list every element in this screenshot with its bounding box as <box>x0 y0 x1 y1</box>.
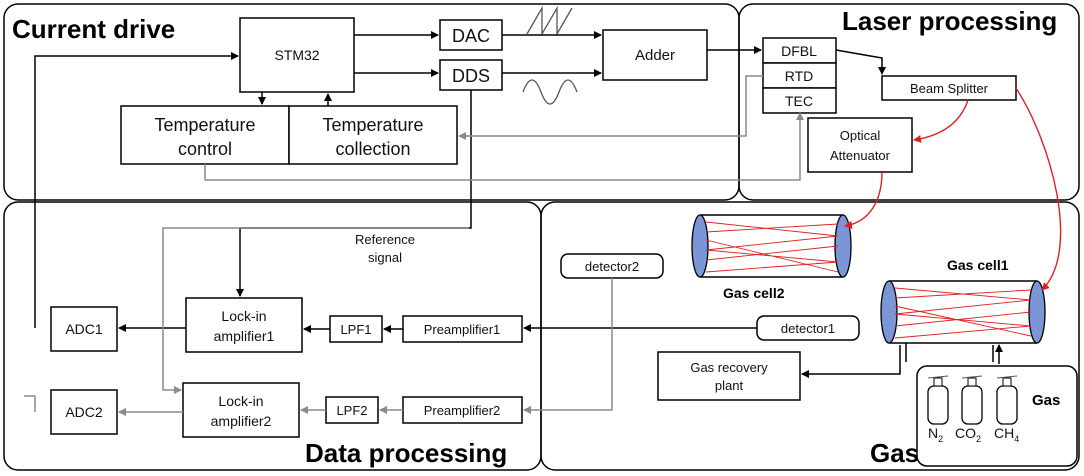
svg-text:Attenuator: Attenuator <box>830 148 891 163</box>
svg-text:amplifier2: amplifier2 <box>211 413 272 429</box>
svg-text:LPF1: LPF1 <box>340 322 371 337</box>
lpf2-block: LPF2 <box>325 396 379 424</box>
svg-text:Preamplifier2: Preamplifier2 <box>424 403 501 418</box>
gas-recovery-plant-block: Gas recovery plant <box>657 351 801 401</box>
gas-label: Gas <box>1032 392 1060 409</box>
preamplifier2-block: Preamplifier2 <box>402 396 523 424</box>
gas-cell2-label: Gas cell2 <box>723 285 785 301</box>
preamplifier1-block: Preamplifier1 <box>402 315 523 343</box>
svg-text:Temperature: Temperature <box>154 115 255 135</box>
optical-attenuator-block: Optical Attenuator <box>807 117 913 173</box>
adder-block: Adder <box>602 29 708 81</box>
section-title-laser-processing: Laser processing <box>842 6 1057 36</box>
svg-text:Lock-in: Lock-in <box>221 308 266 324</box>
grey-connections <box>24 75 804 416</box>
svg-text:ADC2: ADC2 <box>65 404 103 420</box>
svg-text:Beam Splitter: Beam Splitter <box>910 81 989 96</box>
stm32-block: STM32 <box>239 17 355 93</box>
adc2-block: ADC2 <box>50 389 118 435</box>
section-title-current-drive: Current drive <box>12 14 175 44</box>
lock-in-amplifier2-block: Lock-in amplifier2 <box>182 382 300 438</box>
detector1-block: detector1 <box>756 315 860 341</box>
adc1-block: ADC1 <box>50 306 118 352</box>
black-connections <box>34 31 1003 378</box>
section-title-data-processing: Data processing <box>305 438 507 468</box>
gas-cell1-label: Gas cell1 <box>947 257 1009 273</box>
laser-processing-panel <box>738 3 1080 201</box>
sine-wave-icon <box>522 79 578 105</box>
svg-text:ADC1: ADC1 <box>65 321 103 337</box>
lpf1-block: LPF1 <box>329 315 383 343</box>
svg-text:LPF2: LPF2 <box>336 403 367 418</box>
tec-block: TEC <box>762 87 837 114</box>
ch4-label: CH4 <box>994 425 1019 444</box>
svg-text:DDS: DDS <box>452 66 490 86</box>
temperature-collection-block: Temperature collection <box>288 105 458 165</box>
dds-block: DDS <box>439 59 503 91</box>
gas-cell1 <box>880 280 1046 344</box>
svg-text:Temperature: Temperature <box>322 115 423 135</box>
ch4-cylinder-icon <box>996 375 1018 425</box>
gas-detection-panel <box>540 201 1080 471</box>
n2-label: N2 <box>928 425 943 444</box>
svg-text:STM32: STM32 <box>274 47 319 63</box>
svg-text:Lock-in: Lock-in <box>218 393 263 409</box>
svg-text:Optical: Optical <box>840 128 881 143</box>
svg-text:DAC: DAC <box>452 26 490 46</box>
co2-label: CO2 <box>955 425 981 444</box>
svg-text:RTD: RTD <box>785 68 814 84</box>
laser-paths <box>844 87 1062 291</box>
svg-text:detector1: detector1 <box>781 321 835 336</box>
reference-signal-label-line2: signal <box>368 250 402 265</box>
lock-in-amplifier1-block: Lock-in amplifier1 <box>185 297 303 353</box>
svg-text:detector2: detector2 <box>585 259 639 274</box>
n2-cylinder-icon <box>927 375 949 425</box>
svg-text:Gas recovery: Gas recovery <box>690 360 768 375</box>
svg-text:Preamplifier1: Preamplifier1 <box>424 322 501 337</box>
dac-block: DAC <box>439 19 503 51</box>
detector2-block: detector2 <box>560 253 664 279</box>
co2-cylinder-icon <box>961 375 983 425</box>
svg-text:DFBL: DFBL <box>781 43 817 59</box>
beam-splitter-block: Beam Splitter <box>881 75 1017 101</box>
temperature-control-block: Temperature control <box>120 105 290 165</box>
svg-text:amplifier1: amplifier1 <box>214 328 275 344</box>
gas-cell2 <box>691 214 852 278</box>
svg-text:Adder: Adder <box>635 47 675 64</box>
svg-text:control: control <box>178 139 232 159</box>
svg-text:TEC: TEC <box>785 93 813 109</box>
svg-text:collection: collection <box>335 139 410 159</box>
rtd-block: RTD <box>762 62 837 89</box>
reference-signal-label: Reference <box>355 232 415 247</box>
dfbl-block: DFBL <box>762 37 837 64</box>
svg-text:plant: plant <box>715 378 744 393</box>
sawtooth-wave-icon <box>526 5 573 37</box>
